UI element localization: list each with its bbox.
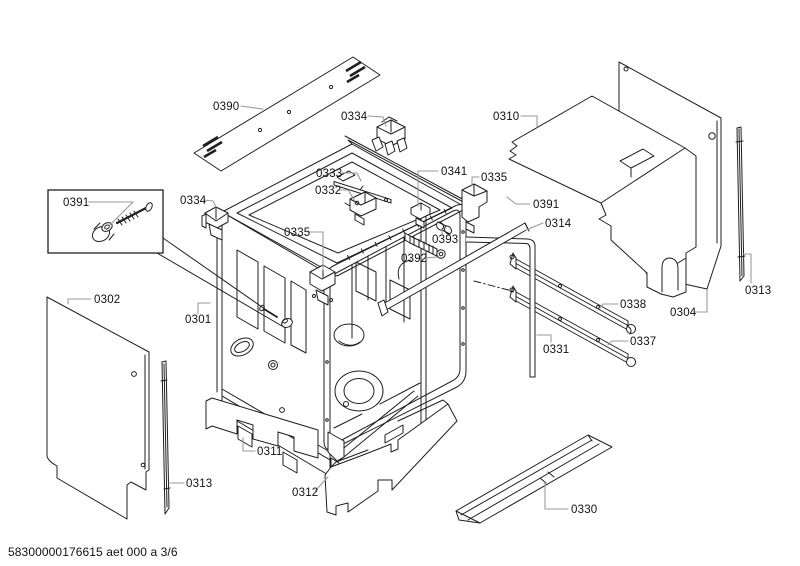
part-label-0333: 0333 bbox=[316, 168, 342, 180]
part-label-0334-top: 0334 bbox=[341, 111, 368, 123]
part-label-0312: 0312 bbox=[292, 487, 318, 499]
part-label-0391-box: 0391 bbox=[63, 197, 89, 209]
seal-strip-0313-right bbox=[735, 126, 746, 282]
part-label-0337: 0337 bbox=[630, 336, 656, 348]
base-foot-0311 bbox=[205, 397, 319, 459]
hinge-bracket-0334-left bbox=[201, 206, 229, 241]
part-label-0313-left: 0313 bbox=[186, 478, 212, 490]
telescopic-tube-0392 bbox=[404, 232, 446, 259]
part-label-0313-right: 0313 bbox=[745, 285, 771, 297]
part-label-0392: 0392 bbox=[401, 253, 427, 265]
support-rod-0331 bbox=[465, 236, 536, 378]
part-label-0334-left: 0334 bbox=[180, 195, 207, 207]
part-label-0390: 0390 bbox=[213, 101, 239, 113]
seal-strip-0313-left bbox=[160, 360, 171, 515]
leader-lines bbox=[67, 105, 752, 510]
part-label-0331: 0331 bbox=[543, 344, 569, 356]
telescopic-rail-0338 bbox=[509, 252, 636, 335]
insulation-mat-0310 bbox=[508, 95, 697, 298]
part-label-0391-screw: 0391 bbox=[533, 199, 559, 211]
part-label-0304: 0304 bbox=[670, 307, 697, 319]
latch-mechanism-0332 bbox=[344, 191, 377, 226]
part-label-0335-left: 0335 bbox=[284, 227, 310, 239]
corner-bracket-0335-right bbox=[461, 183, 488, 234]
alignment-dash-line bbox=[473, 280, 517, 293]
part-label-0330: 0330 bbox=[571, 504, 597, 516]
hinge-bracket-0334-top bbox=[371, 116, 408, 156]
base-channel-0330 bbox=[455, 434, 613, 524]
document-number: 58300000176615 aet 000 a 3/6 bbox=[8, 545, 178, 559]
part-label-0338: 0338 bbox=[620, 299, 646, 311]
part-label-0314: 0314 bbox=[545, 218, 572, 230]
tub-assembly-0301 bbox=[201, 135, 488, 477]
side-panel-0302 bbox=[46, 296, 150, 520]
callout-labels: 0390 0334 0310 0333 0332 0341 0335 0391 … bbox=[63, 101, 771, 516]
part-label-0310: 0310 bbox=[493, 111, 519, 123]
base-trim-0312 bbox=[324, 399, 458, 516]
part-label-0301: 0301 bbox=[185, 314, 211, 326]
part-label-0311: 0311 bbox=[257, 446, 283, 458]
detail-inset-box-0391 bbox=[47, 189, 283, 327]
part-label-0393: 0393 bbox=[432, 234, 458, 246]
part-label-0335-right: 0335 bbox=[481, 172, 507, 184]
part-label-0341: 0341 bbox=[441, 166, 467, 178]
top-vent-panel-0390 bbox=[193, 56, 381, 172]
rail-clamp-0341 bbox=[410, 202, 431, 229]
part-label-0332: 0332 bbox=[315, 185, 341, 197]
part-label-0302: 0302 bbox=[94, 294, 120, 306]
